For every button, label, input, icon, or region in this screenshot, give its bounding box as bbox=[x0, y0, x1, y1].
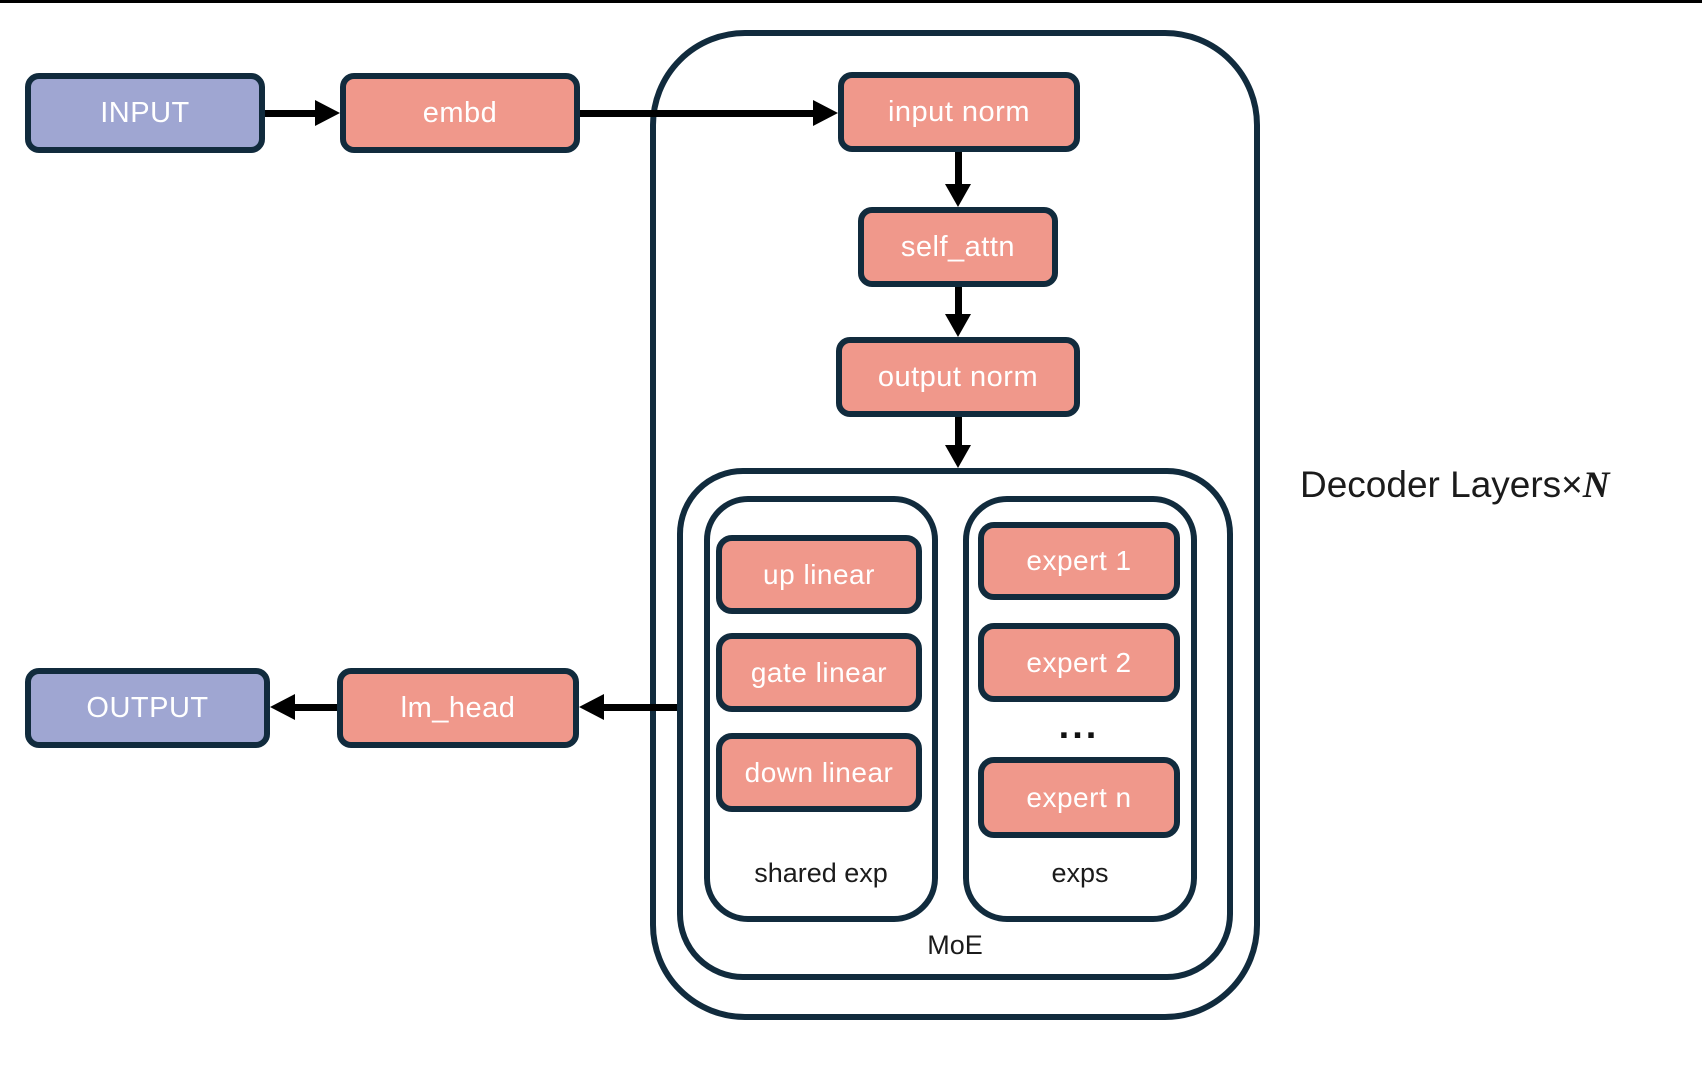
top-edge-line bbox=[0, 0, 1702, 3]
decoder-layers-label-prefix: Decoder Layers× bbox=[1300, 464, 1583, 505]
arrow-output-norm-to-moe bbox=[945, 417, 971, 468]
input-node-label: INPUT bbox=[100, 96, 190, 129]
up-linear-node-label: up linear bbox=[763, 558, 875, 590]
down-linear-node-label: down linear bbox=[744, 756, 894, 788]
output-node-label: OUTPUT bbox=[86, 691, 209, 724]
gate-linear-node-label: gate linear bbox=[750, 656, 888, 688]
expert-n-node: expert n bbox=[978, 757, 1180, 838]
expert-2-node-label: expert 2 bbox=[1026, 646, 1132, 678]
expert-2-node: expert 2 bbox=[978, 623, 1180, 702]
input-node: INPUT bbox=[25, 73, 265, 153]
decoder-layers-n-variable: N bbox=[1582, 465, 1610, 506]
input-norm-node: input norm bbox=[838, 72, 1080, 152]
gate-linear-node: gate linear bbox=[716, 633, 922, 712]
output-node: OUTPUT bbox=[25, 668, 270, 748]
exps-container bbox=[963, 496, 1197, 922]
lm-head-node-label: lm_head bbox=[400, 691, 516, 724]
arrow-embd-to-input-norm bbox=[580, 100, 838, 126]
moe-label: MoE bbox=[927, 930, 983, 960]
arrow-moe-to-lm-head bbox=[579, 694, 677, 720]
expert-1-node: expert 1 bbox=[978, 522, 1180, 600]
self-attn-node-label: self_attn bbox=[900, 230, 1016, 263]
output-norm-node: output norm bbox=[836, 337, 1080, 417]
embd-node-label: embd bbox=[422, 96, 498, 129]
embd-node: embd bbox=[340, 73, 580, 153]
arrow-input-norm-to-self-attn bbox=[945, 152, 971, 207]
decoder-layers-container bbox=[650, 30, 1260, 1020]
expert-1-node-label: expert 1 bbox=[1026, 545, 1132, 576]
shared-exp-container bbox=[704, 496, 938, 922]
exps-label: exps bbox=[1051, 858, 1109, 888]
arrow-self-attn-to-output-norm bbox=[945, 287, 971, 337]
ellipsis-dots: ... bbox=[1058, 705, 1100, 747]
arrow-input-to-embd bbox=[265, 100, 340, 126]
self-attn-node: self_attn bbox=[858, 207, 1058, 287]
down-linear-node: down linear bbox=[716, 733, 922, 812]
moe-container bbox=[677, 468, 1233, 980]
lm-head-node: lm_head bbox=[337, 668, 579, 748]
input-norm-node-label: input norm bbox=[887, 95, 1030, 128]
decoder-layers-label: Decoder Layers×N bbox=[1300, 464, 1610, 507]
expert-n-node-label: expert n bbox=[1026, 781, 1132, 813]
up-linear-node: up linear bbox=[716, 535, 922, 614]
arrow-lm-head-to-output bbox=[270, 694, 337, 720]
shared-exp-label: shared exp bbox=[754, 858, 888, 888]
output-norm-node-label: output norm bbox=[877, 360, 1039, 393]
